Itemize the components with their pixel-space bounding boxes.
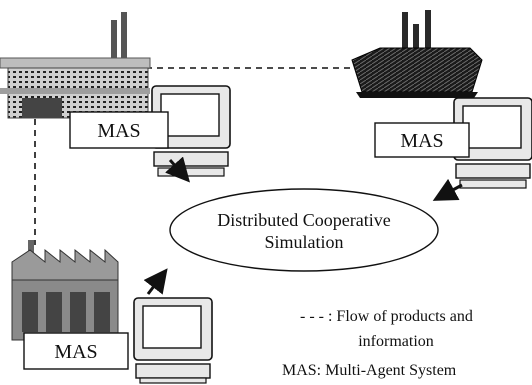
mas-box-top-right: MAS <box>374 122 470 158</box>
arrow-bottom-left <box>143 268 168 295</box>
mas-box-top-left: MAS <box>69 111 169 149</box>
computer-icon <box>151 85 231 177</box>
mas-label: MAS <box>54 341 97 363</box>
legend: - - - : Flow of products and information… <box>282 308 473 379</box>
legend-dashed-line: - - - : Flow of products and <box>300 308 473 325</box>
mas-label: MAS <box>400 130 443 152</box>
factory-icon <box>0 12 151 119</box>
mas-box-bottom-left: MAS <box>23 332 129 370</box>
arrows <box>143 156 463 295</box>
flow-lines <box>34 67 355 245</box>
sawtooth-factory-icon <box>11 240 119 341</box>
dark-factory-icon <box>351 10 483 98</box>
legend-mas-definition: MAS: Multi-Agent System <box>282 362 457 379</box>
arrow-top-right <box>432 178 463 201</box>
legend-dashed-line-cont: information <box>358 333 434 350</box>
central-node: Distributed Cooperative Simulation <box>169 188 439 272</box>
central-label-line2: Simulation <box>264 232 343 252</box>
computer-icon <box>133 297 213 384</box>
central-label-line1: Distributed Cooperative <box>217 210 390 230</box>
arrow-top-left <box>165 156 190 183</box>
mas-label: MAS <box>97 120 140 142</box>
computer-icon <box>453 97 532 189</box>
